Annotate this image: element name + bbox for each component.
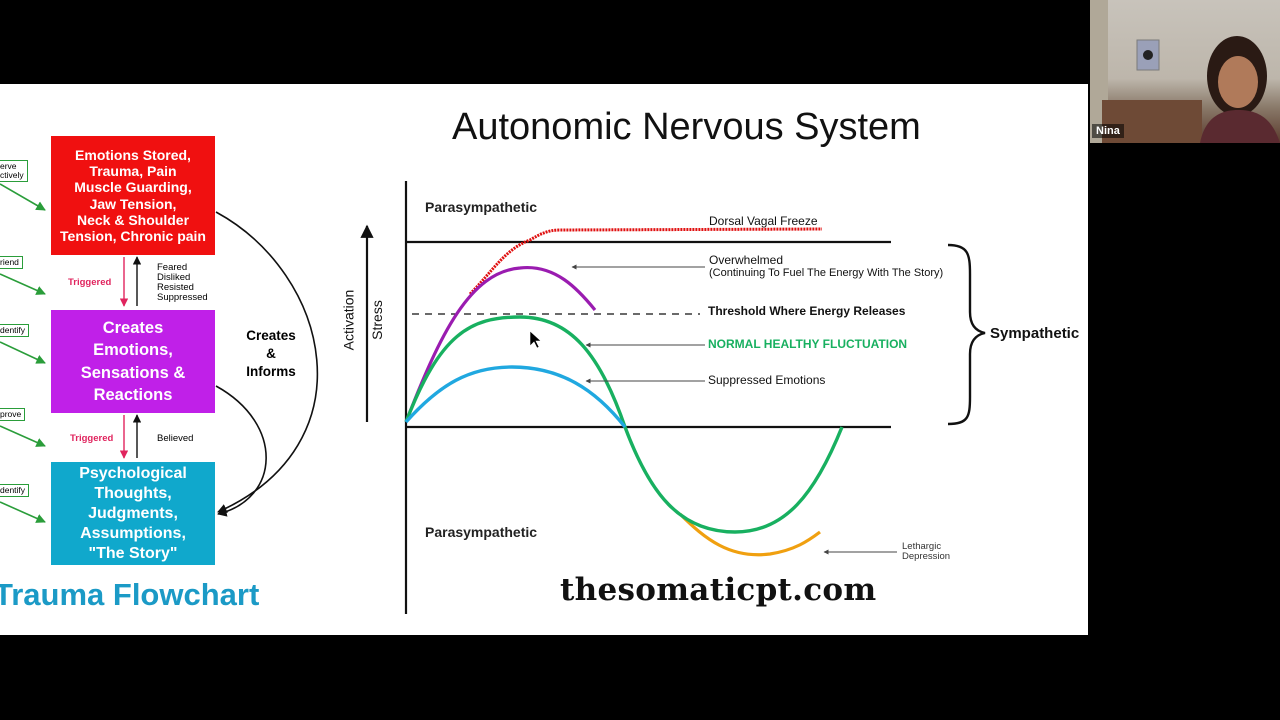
suppressed-emotions-curve: [404, 365, 627, 429]
participant-video[interactable]: [1090, 0, 1280, 143]
sympathetic-label: Sympathetic: [990, 325, 1080, 342]
feared-list: Feared Disliked Resisted Suppressed: [157, 262, 208, 303]
overwhelmed-curve: [404, 266, 597, 423]
slide-graphics: [0, 181, 986, 614]
axis-label-stress: Stress: [368, 300, 385, 340]
normal-fluctuation-label: NORMAL HEALTHY FLUCTUATION: [708, 337, 908, 351]
lethargic-depression-label: Lethargic Depression: [902, 541, 951, 562]
flowchart-side-arrows: [0, 183, 46, 523]
ans-axes: [360, 181, 891, 614]
parasympathetic-bottom-label: Parasympathetic: [425, 524, 538, 540]
trauma-box: Emotions Stored, Trauma, Pain Muscle Gua…: [51, 136, 215, 255]
side-label-3: dentify: [0, 324, 30, 337]
flowchart-vertical-arrows: [119, 256, 142, 459]
emotions-box: Creates Emotions, Sensations & Reactions: [51, 310, 215, 413]
dorsal-vagal-label: Dorsal Vagal Freeze: [709, 214, 818, 228]
creates-informs-label: Creates & Informs: [246, 328, 296, 380]
chart-pointer-arrows: [571, 264, 897, 555]
suppressed-emotions-label: Suppressed Emotions: [708, 373, 826, 387]
participant-video-scene: [1090, 0, 1280, 143]
emotions-box-text: Creates Emotions, Sensations & Reactions: [80, 318, 186, 404]
thoughts-box: Psychological Thoughts, Judgments, Assum…: [51, 462, 215, 565]
axis-label-activation: Activation: [340, 289, 357, 351]
participant-name: Nina: [1092, 124, 1124, 138]
side-label-4: prove: [0, 408, 26, 421]
flowchart-title: Trauma Flowchart: [0, 577, 260, 612]
trauma-box-text: Emotions Stored, Trauma, Pain Muscle Gua…: [60, 147, 206, 244]
ans-title: Autonomic Nervous System: [452, 106, 921, 148]
thoughts-box-text: Psychological Thoughts, Judgments, Assum…: [79, 464, 187, 562]
side-label-1: erve ctively: [0, 160, 28, 182]
side-label-5: dentify: [0, 484, 30, 497]
triggered-label-1: Triggered: [68, 277, 112, 288]
lethargic-depression-curve: [678, 512, 821, 557]
presentation-slide: Emotions Stored, Trauma, Pain Muscle Gua…: [0, 84, 1088, 635]
overwhelmed-sub-label: (Continuing To Fuel The Energy With The …: [709, 267, 944, 279]
parasympathetic-top-label: Parasympathetic: [425, 199, 538, 215]
side-label-2: riend: [0, 256, 23, 269]
flowchart-feedback-arrows: [215, 211, 319, 517]
triggered-label-2: Triggered: [70, 433, 114, 444]
overwhelmed-label: Overwhelmed: [709, 253, 784, 267]
mouse-cursor-icon: [529, 330, 542, 349]
threshold-label: Threshold Where Energy Releases: [708, 304, 906, 318]
dorsal-vagal-freeze-curve: [468, 227, 823, 296]
believed-label: Believed: [157, 433, 194, 444]
website-label: thesomaticpt.com: [560, 572, 877, 608]
sympathetic-brace: [947, 243, 986, 426]
